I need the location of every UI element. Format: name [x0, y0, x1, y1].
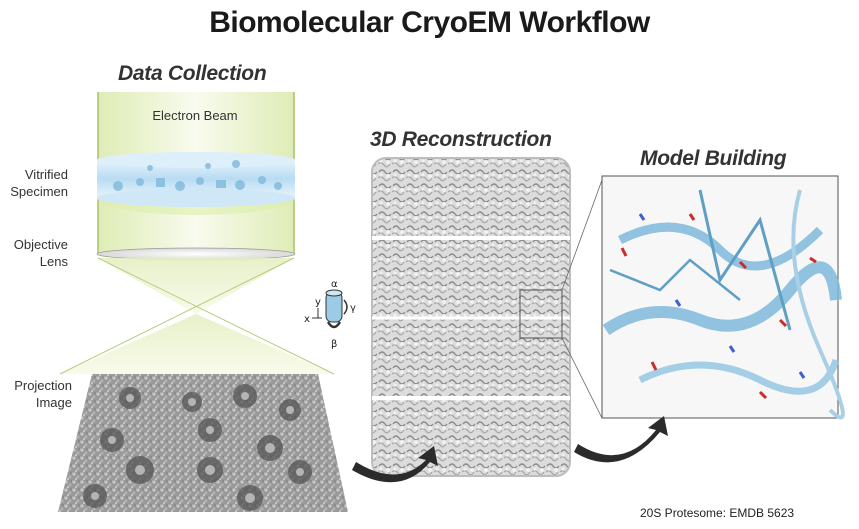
source-credit: 20S Protesome: EMDB 5623: [640, 506, 795, 520]
projection-image-label: Projection Image: [14, 378, 72, 410]
vitrified-specimen: [97, 152, 295, 215]
workflow-arrow-2: [574, 416, 668, 463]
objective-lens-label: Objective Lens: [13, 237, 68, 269]
y-axis-label: y: [315, 297, 321, 308]
model-building-panel: [601, 175, 845, 420]
vitrified-specimen-label: Vitrified Specimen: [10, 167, 68, 199]
section-data-collection: Data Collection: [118, 62, 267, 85]
alpha-label: α: [331, 279, 338, 290]
section-3d-reconstruction: 3D Reconstruction: [370, 128, 552, 151]
page-title: Biomolecular CryoEM Workflow: [209, 6, 650, 39]
gamma-label: γ: [350, 303, 356, 314]
workflow-arrow-1: [352, 446, 438, 483]
reconstruction-density-map: [371, 157, 571, 477]
projection-image: [58, 374, 348, 512]
electron-beam-label: Electron Beam: [152, 108, 238, 123]
x-axis-label: x: [304, 314, 310, 325]
rotation-axes-icon: [312, 289, 348, 329]
beta-label: β: [331, 339, 337, 350]
section-model-building: Model Building: [640, 147, 787, 170]
